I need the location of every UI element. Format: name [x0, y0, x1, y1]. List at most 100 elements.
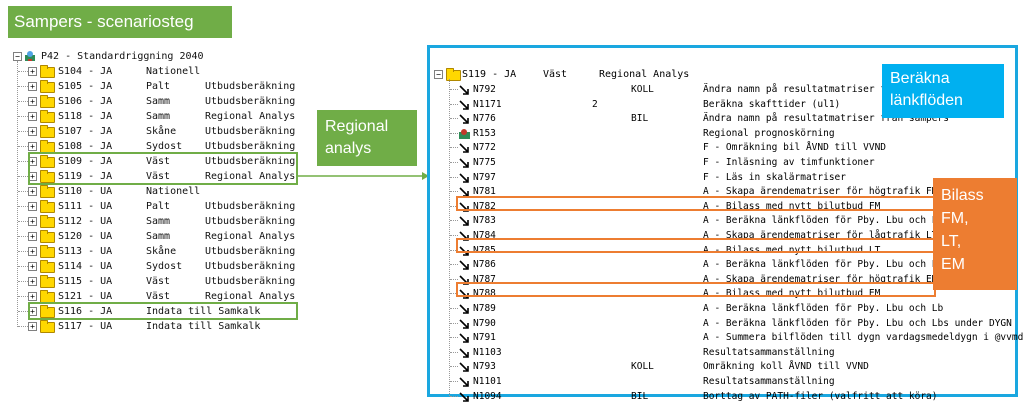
step-arrow-icon [459, 319, 469, 329]
task-description: A - Bilass med nytt bilutbud EM [703, 288, 881, 300]
tree-branch [450, 249, 458, 251]
tree-branch [450, 381, 458, 382]
task-description: A - Beräkna länkflöden för Pby. Lbu och … [703, 215, 944, 227]
step-arrow-icon [459, 143, 469, 154]
folder-icon [40, 80, 55, 93]
scenario-region: Indata till Samkalk [146, 306, 261, 317]
expand-icon[interactable]: + [28, 262, 37, 271]
expand-icon[interactable]: + [28, 112, 37, 121]
expand-icon[interactable]: + [28, 202, 37, 211]
task-mode: BIL [631, 113, 649, 125]
expand-icon[interactable]: + [28, 322, 37, 331]
tree-branch [450, 264, 458, 266]
tree-branch [450, 162, 458, 163]
scenario-region: Palt [146, 201, 171, 212]
scenario-type: Utbudsberäkning [205, 246, 296, 257]
collapse-icon[interactable]: − [434, 70, 443, 79]
tree-connector [449, 79, 450, 396]
expand-icon[interactable]: + [28, 187, 37, 196]
scenario-region: Sydost [146, 261, 183, 272]
tree-branch [18, 326, 28, 327]
folder-icon [40, 110, 55, 123]
tree-branch [450, 293, 458, 295]
expand-icon[interactable]: + [28, 292, 37, 301]
step-arrow-icon [459, 100, 469, 110]
expand-icon[interactable]: + [28, 232, 37, 241]
tree-branch [450, 220, 458, 222]
folder-icon [40, 185, 55, 198]
expand-icon[interactable]: + [28, 67, 37, 76]
task-description: Regional prognoskörning [703, 127, 835, 139]
expand-icon[interactable]: + [28, 142, 37, 151]
highlight-s109-s119 [28, 152, 298, 185]
task-description: Beräkna skafttider (ul1) [703, 98, 841, 110]
expand-icon[interactable]: + [28, 217, 37, 226]
highlight-n788 [456, 282, 936, 297]
expand-icon[interactable]: + [28, 277, 37, 286]
expand-icon[interactable]: + [28, 247, 37, 256]
tree-root[interactable]: −P42 - Standardriggning 2040 [0, 49, 300, 64]
task-mode: BIL [631, 390, 649, 402]
task-description: F - Läs in skalärmatriser [703, 171, 846, 183]
task-description: Resultatsammanställning [703, 376, 835, 387]
expand-icon[interactable]: + [28, 82, 37, 91]
step-arrow-icon [459, 333, 469, 343]
scenario-id: S113 - UA [58, 246, 113, 257]
tree-branch [18, 296, 28, 297]
highlight-n782 [456, 196, 936, 211]
task-description: A - Skapa ärendematriser för lågtrafik L… [703, 230, 938, 241]
task-mode: KOLL [631, 361, 654, 373]
expand-icon[interactable]: + [28, 97, 37, 106]
task-id: N793 [473, 361, 496, 373]
tree-branch [450, 395, 458, 397]
step-arrow-icon [459, 362, 469, 373]
label-berakna-lankfloden: Beräkna länkflöden [882, 64, 1004, 118]
task-id: N782 [473, 200, 496, 212]
tree-branch [18, 116, 28, 117]
scenario-id: S105 - JA [58, 81, 113, 92]
tree-branch [18, 281, 28, 282]
task-id: N781 [473, 186, 496, 198]
tree-branch [450, 337, 458, 339]
scenario-type: Utbudsberäkning [205, 216, 296, 227]
expand-icon[interactable]: + [28, 127, 37, 136]
scenario-type: Utbudsberäkning [205, 276, 296, 287]
collapse-icon[interactable]: − [13, 52, 22, 61]
tree-branch [18, 161, 28, 162]
folder-icon [40, 305, 55, 318]
tree-branch [450, 205, 458, 207]
